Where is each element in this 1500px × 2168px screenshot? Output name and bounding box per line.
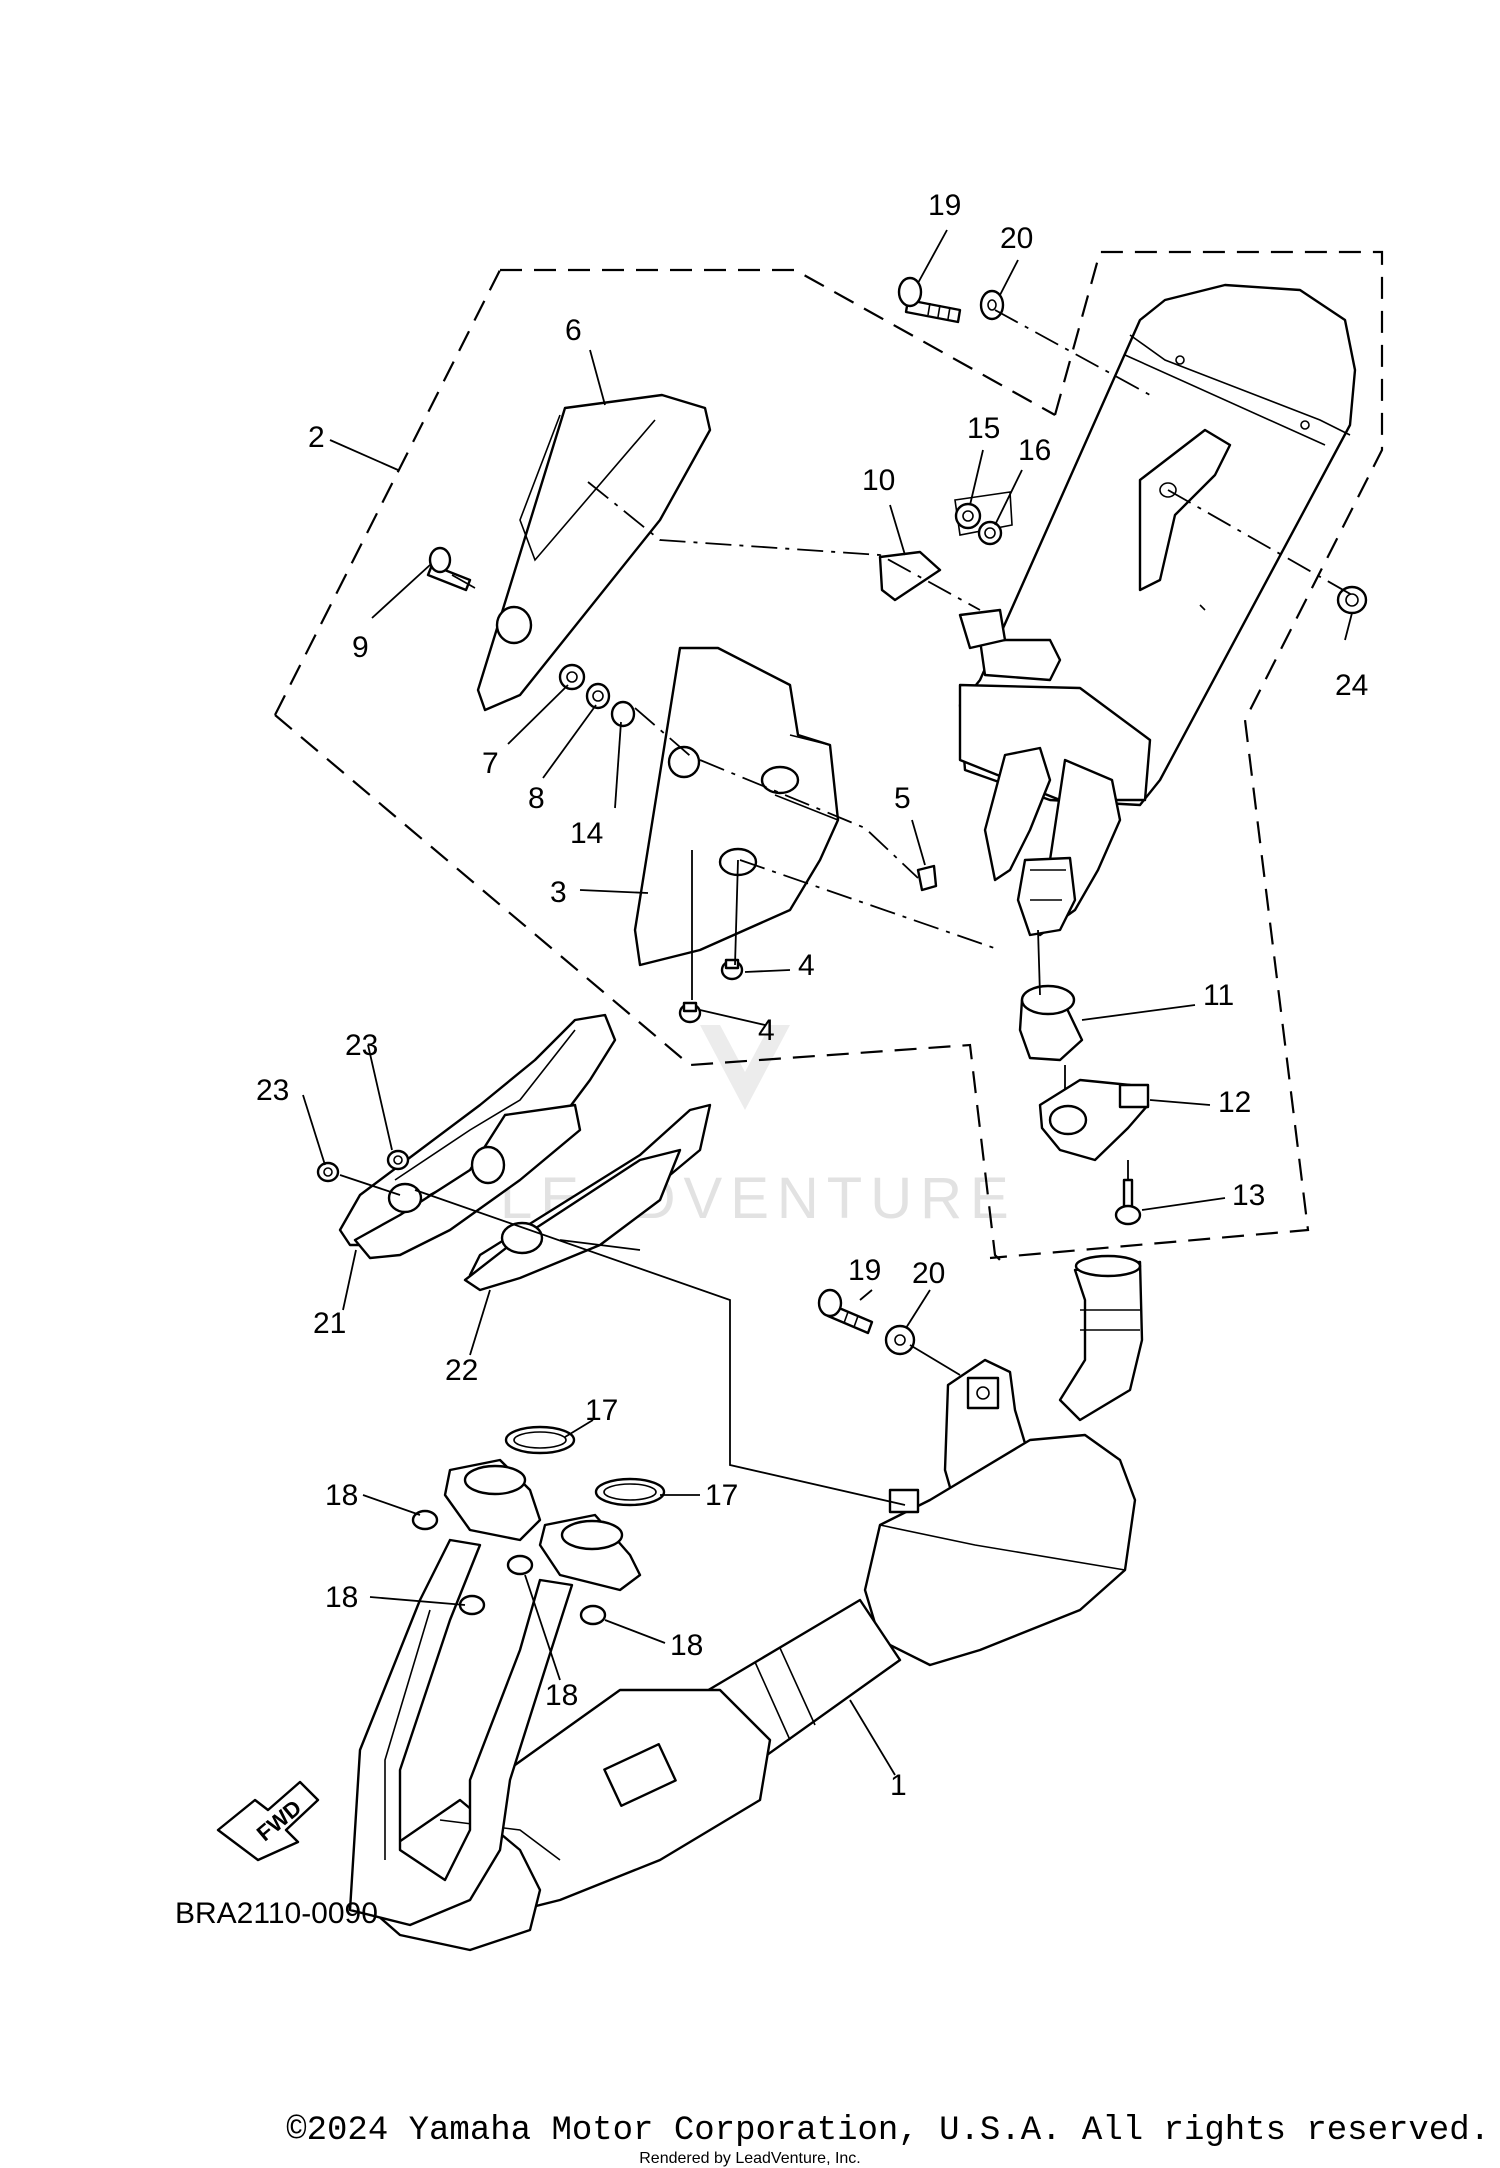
- heat-protector-cover-part-6: [476, 393, 712, 712]
- callout-21: 21: [313, 1307, 346, 1340]
- exhaust-pipe-assembly-part-1: [348, 1254, 1144, 1952]
- callout-18-a: 18: [325, 1479, 358, 1512]
- damper-part-14: [610, 700, 636, 728]
- collar-part-7: [558, 663, 586, 691]
- screw-part-23-upper: [386, 1149, 410, 1171]
- clip-part-5: [916, 864, 938, 892]
- callout-leaders: [302, 229, 1353, 1776]
- nut-part-18-d: [579, 1604, 607, 1626]
- gasket-part-17-lower: [594, 1477, 666, 1507]
- rendered-by-notice: Rendered by LeadVenture, Inc.: [639, 2150, 861, 2167]
- callout-11: 11: [1203, 979, 1234, 1012]
- callout-17-upper: 17: [585, 1394, 618, 1427]
- washer-part-15: [954, 502, 982, 530]
- callout-16: 16: [1018, 434, 1051, 467]
- bolt-part-19-upper: [897, 276, 962, 324]
- callouts: 1 2 3 4 4 5 6 7 8 9 10 11 12 13 14 15 16…: [256, 189, 1368, 1802]
- gasket-part-17-upper: [504, 1425, 576, 1455]
- gasket-part-11: [1018, 984, 1084, 1062]
- callout-23-lower: 23: [256, 1074, 289, 1107]
- callout-17-lower: 17: [705, 1479, 738, 1512]
- callout-19-upper: 19: [928, 189, 961, 222]
- callout-18-b: 18: [325, 1581, 358, 1614]
- muffler-body: [958, 283, 1357, 937]
- callout-13: 13: [1232, 1179, 1265, 1212]
- callout-4-lower: 4: [758, 1014, 775, 1047]
- screw-part-9: [426, 546, 476, 592]
- bolt-part-13: [1114, 1178, 1142, 1226]
- callout-23-upper: 23: [345, 1029, 378, 1062]
- callout-14: 14: [570, 817, 603, 850]
- callout-5: 5: [894, 782, 911, 815]
- callout-19-lower: 19: [848, 1254, 881, 1287]
- nut-part-24: [1336, 585, 1368, 615]
- bolt-part-19-lower: [817, 1288, 874, 1335]
- callout-8: 8: [528, 782, 545, 815]
- callout-4-upper: 4: [798, 949, 815, 982]
- screw-part-23-lower: [316, 1161, 340, 1183]
- callout-18-c: 18: [545, 1679, 578, 1712]
- callout-18-d: 18: [670, 1629, 703, 1662]
- callout-3: 3: [550, 876, 567, 909]
- callout-10: 10: [862, 464, 895, 497]
- copyright-notice: ©2024 Yamaha Motor Corporation, U.S.A. A…: [286, 2112, 1490, 2150]
- screw-part-4-lower: [678, 1001, 702, 1024]
- callout-22: 22: [445, 1354, 478, 1387]
- grommet-part-8: [585, 682, 611, 710]
- washer-part-20-upper: [979, 289, 1005, 321]
- callout-9: 9: [352, 631, 369, 664]
- nut-part-18-b: [506, 1554, 534, 1576]
- fwd-arrow-icon: FWD: [216, 1780, 320, 1862]
- nut-part-16: [977, 520, 1003, 546]
- callout-15: 15: [967, 412, 1000, 445]
- callout-7: 7: [482, 747, 499, 780]
- group-boundary-muffler: [989, 250, 1384, 1260]
- reference-lines: [339, 309, 1353, 1506]
- washer-part-20-lower: [884, 1324, 916, 1356]
- callout-2: 2: [308, 421, 325, 454]
- callout-6: 6: [565, 314, 582, 347]
- clamp-part-12: [1038, 1078, 1150, 1162]
- callout-20-upper: 20: [1000, 222, 1033, 255]
- callout-24: 24: [1335, 669, 1368, 702]
- heat-protector-part-21: [338, 1013, 617, 1260]
- callout-12: 12: [1218, 1086, 1251, 1119]
- callout-1: 1: [890, 1769, 907, 1802]
- diagram-code: BRA2110-0090: [175, 1897, 378, 1930]
- callout-20-lower: 20: [912, 1257, 945, 1290]
- screw-part-4-upper: [720, 958, 744, 981]
